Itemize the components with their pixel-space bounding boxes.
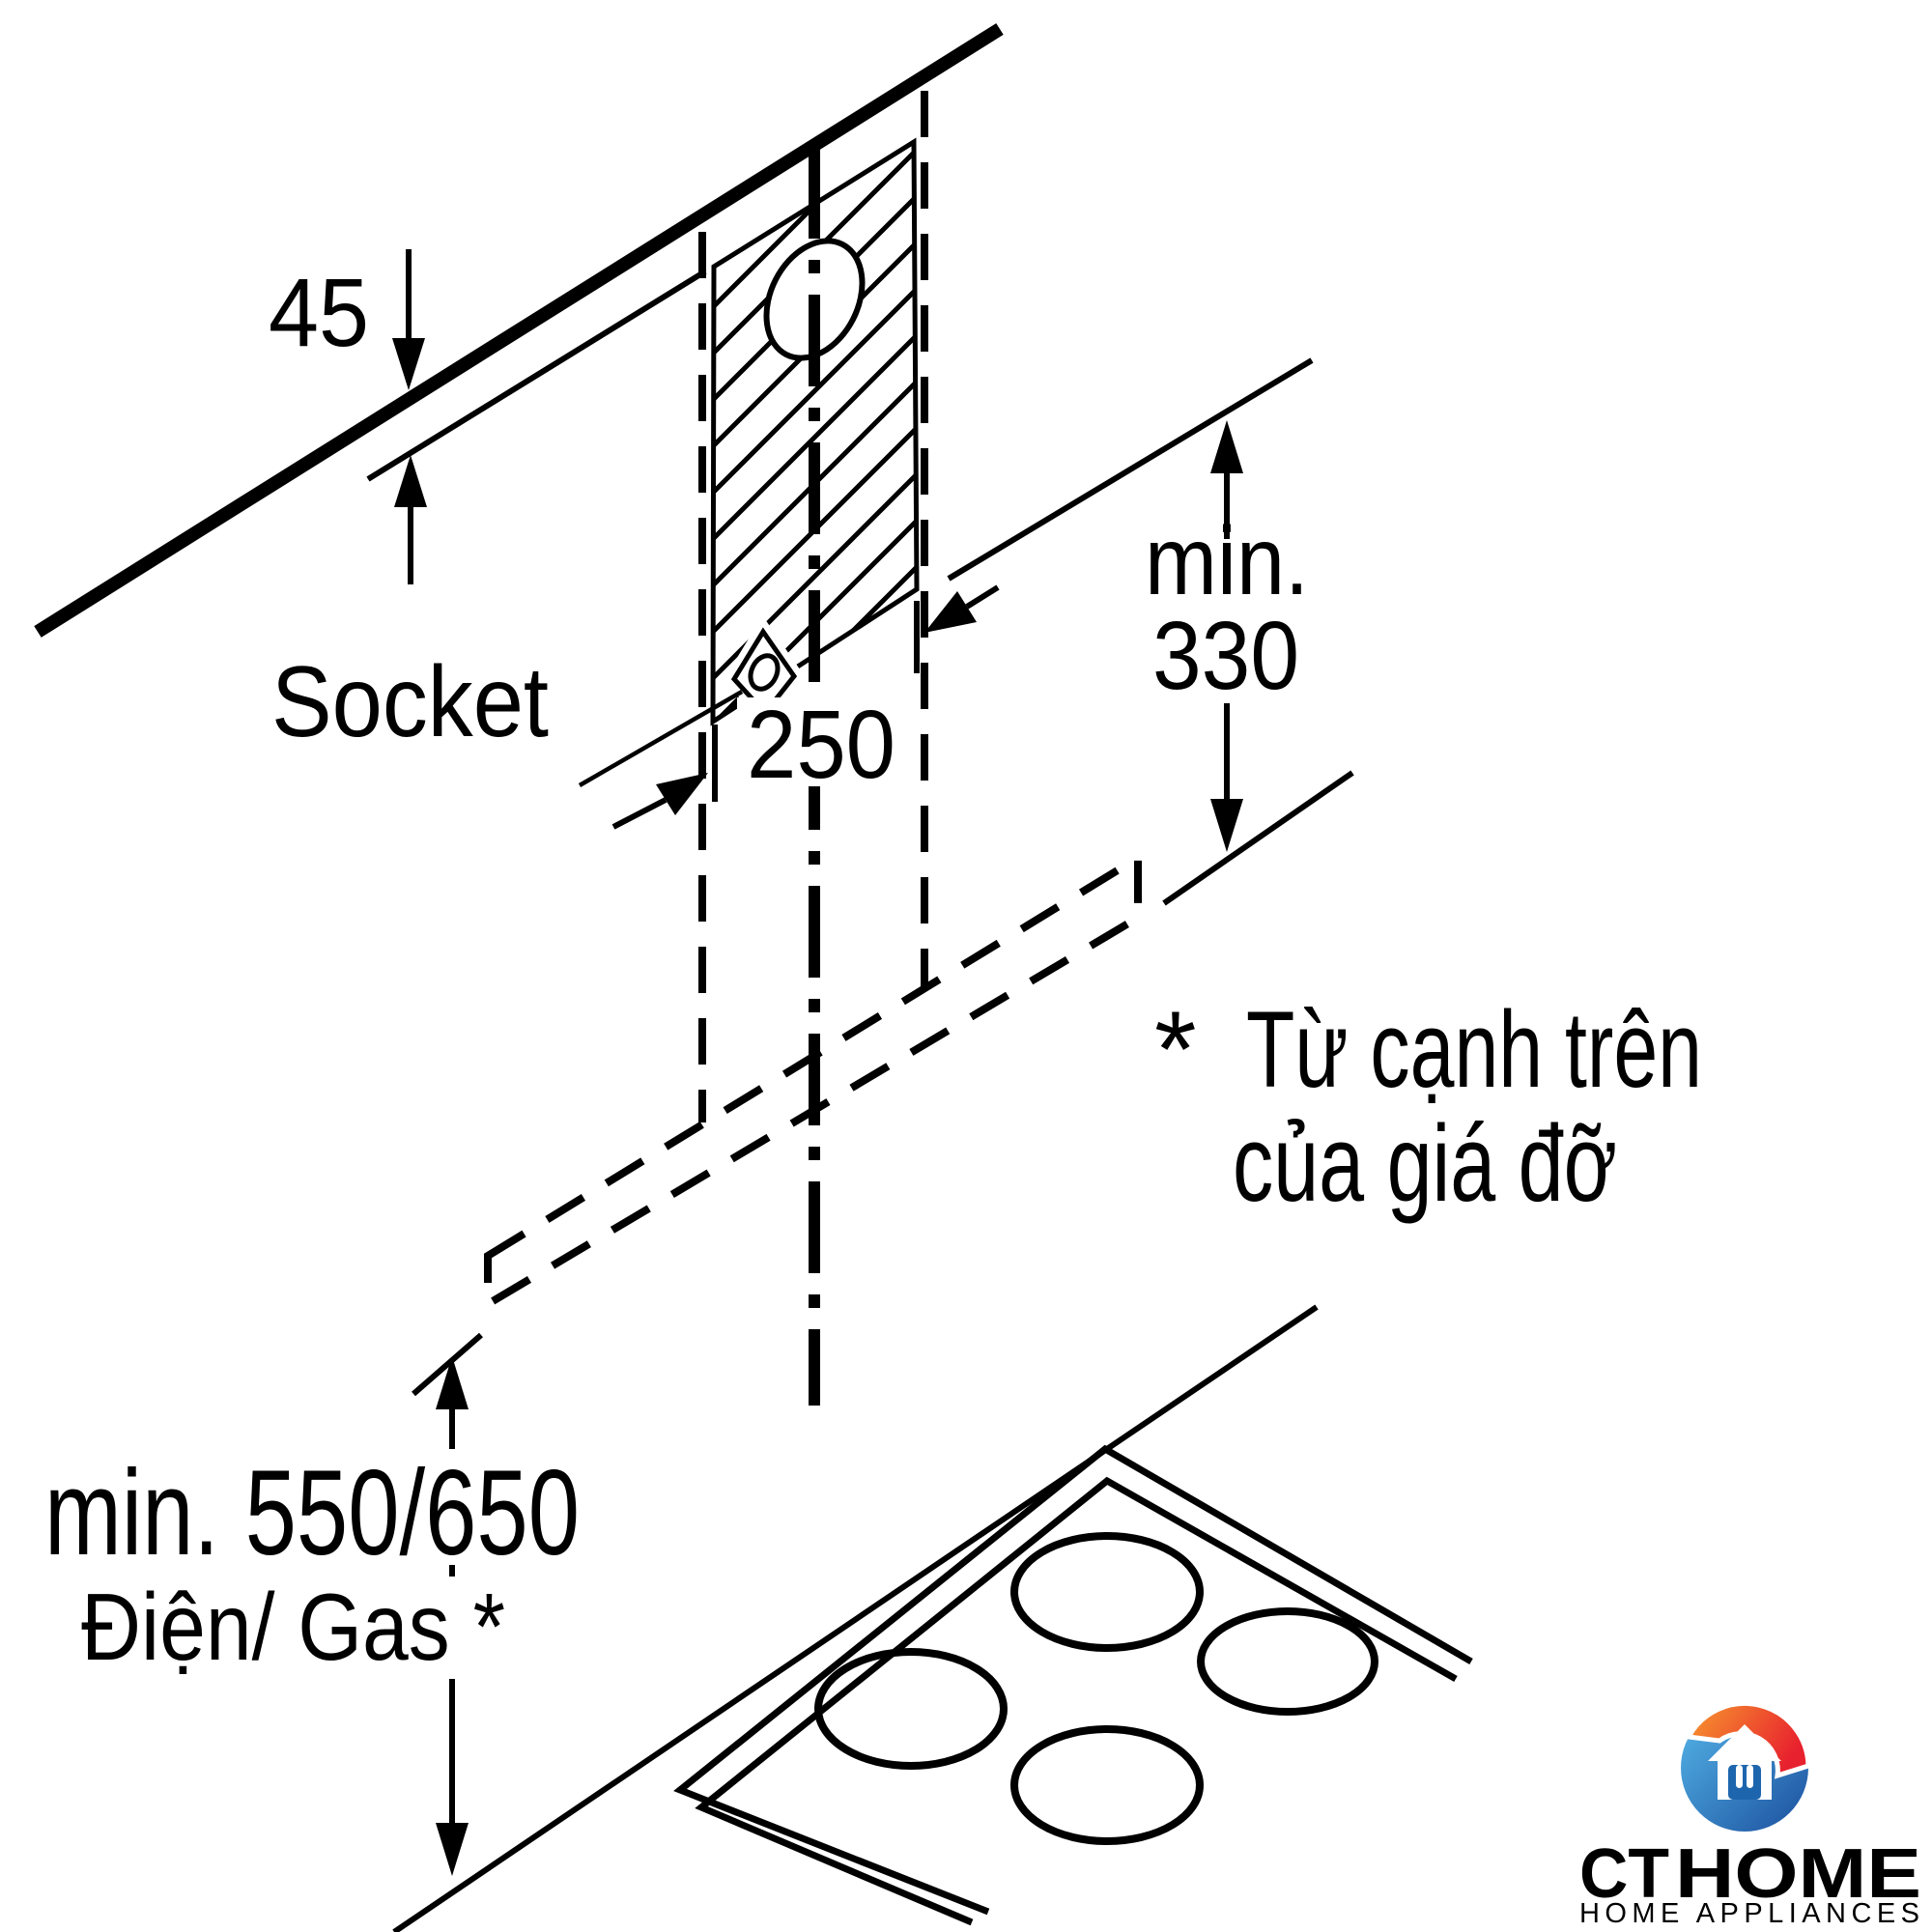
dim-330-arrowhead-up	[1210, 420, 1243, 473]
logo-house-door	[1728, 1765, 1761, 1800]
note-line-1: Từ cạnh trên	[1246, 989, 1702, 1110]
socket-leader-line	[578, 690, 744, 787]
socket-label: Socket	[271, 646, 549, 758]
dim-550-arrowhead-up	[436, 1356, 469, 1409]
burner-back	[1010, 1532, 1204, 1652]
dim-45-arrowhead-up	[394, 455, 427, 507]
dim-330-arrowhead-down	[1210, 799, 1243, 852]
logo-door-slot-left	[1736, 1765, 1743, 1788]
dim-550-arrowhead-down	[436, 1823, 469, 1876]
dim-330-ref-bottom	[1162, 770, 1354, 906]
dim-550-tick	[412, 1332, 483, 1397]
ceiling-line	[34, 23, 1004, 638]
burner-left	[814, 1648, 1008, 1770]
dim-45-arrowhead-down	[392, 338, 425, 390]
cooktop-outline-inner	[695, 1476, 1458, 1926]
cthome-logo: CT HOME HOME APPLIANCES	[1579, 1701, 1921, 1929]
label-bg-550	[37, 1449, 589, 1565]
burner-front	[1010, 1725, 1204, 1845]
note-asterisk: *	[1154, 989, 1197, 1110]
logo-door-slot-right	[1747, 1765, 1753, 1788]
logo-text-ct: CT	[1579, 1835, 1669, 1913]
dim-min-label: min.	[1145, 507, 1309, 615]
flue-hatch-area	[710, 137, 920, 726]
cooktop-outline-outer	[673, 1444, 1473, 1916]
countertop-line	[392, 1304, 1319, 1932]
power-type-label: Điện/ Gas *	[81, 1574, 505, 1680]
dim-250-arrowhead-right	[924, 591, 977, 633]
dim-330-ref-top	[947, 357, 1314, 582]
label-bg-dien-gas	[71, 1577, 516, 1679]
logo-tagline: HOME APPLIANCES	[1579, 1898, 1919, 1929]
logo-emblem	[1681, 1701, 1811, 1832]
mounting-bracket-outline	[484, 850, 1142, 1312]
dim-250-tail-left	[611, 797, 668, 830]
note-line-2: của giá đỡ	[1233, 1103, 1617, 1224]
dim-550-650-label: min. 550/650	[44, 1446, 580, 1580]
wall-top-line	[366, 269, 707, 482]
dim-250-arrowhead-left	[656, 773, 708, 815]
dim-45-label: 45	[269, 259, 369, 367]
burner-right	[1197, 1607, 1378, 1716]
dim-250-label: 250	[747, 691, 895, 799]
dim-330-label: 330	[1152, 602, 1299, 710]
label-bg-250	[737, 697, 905, 786]
dim-250-tail-right	[965, 584, 1000, 610]
socket-outlet-circle	[748, 653, 781, 692]
logo-house-icon	[1708, 1724, 1781, 1800]
logo-text-home: HOME	[1675, 1835, 1921, 1913]
